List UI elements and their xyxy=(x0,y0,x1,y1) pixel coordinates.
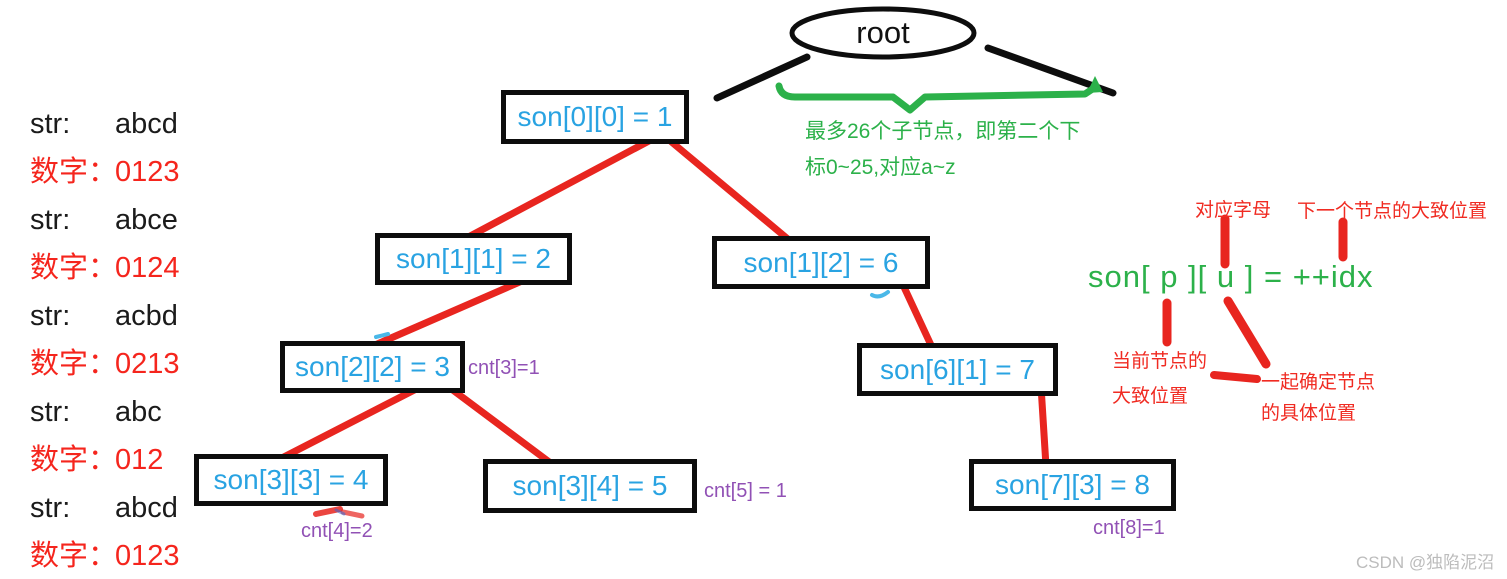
edge-son61-son73 xyxy=(1037,382,1050,470)
word-list-row: str: abcd xyxy=(30,488,290,528)
cnt4-label: cnt[4]=2 xyxy=(301,520,373,542)
word-list-row: 数字： 0124 xyxy=(30,248,290,288)
children-note-line1: 最多26个子节点，即第二个下 xyxy=(805,120,1081,143)
node-label: son[1][1] = 2 xyxy=(396,243,551,274)
word-list-value: abcd xyxy=(115,108,178,140)
root-node-label: root xyxy=(856,15,910,50)
word-list-row: 数字： 0123 xyxy=(30,536,290,576)
label-next-position: 下一个节点的大致位置 xyxy=(1297,201,1488,222)
node-label: son[3][4] = 5 xyxy=(512,470,668,501)
word-list-row: str: abce xyxy=(30,200,290,240)
pointer-current-to-together xyxy=(1210,371,1261,383)
word-list-value: 0123 xyxy=(115,156,180,188)
word-list-value: acbd xyxy=(115,300,178,332)
formula-text: son[ p ][ u ] = ++idx xyxy=(1088,259,1374,294)
word-list-row: str: acbd xyxy=(30,296,290,336)
word-list-label: 数字： xyxy=(30,444,118,476)
children-range-brace xyxy=(775,82,1098,114)
word-list-label: 数字： xyxy=(30,252,118,284)
cnt8-label: cnt[8]=1 xyxy=(1093,517,1165,539)
word-list-value: 012 xyxy=(115,444,164,476)
blue-tick-above-son22 xyxy=(374,332,390,339)
blue-speck-above-cnt4 xyxy=(334,508,346,516)
word-list-label: 数字： xyxy=(30,540,118,572)
word-list-label: str: xyxy=(30,492,71,524)
node-son11: son[1][1] = 2 xyxy=(375,233,572,285)
word-list-label: str: xyxy=(30,396,71,428)
node-son33: son[3][3] = 4 xyxy=(194,454,388,506)
brace-arrowhead xyxy=(1087,76,1103,93)
node-label: son[7][3] = 8 xyxy=(995,469,1150,500)
node-label: son[3][3] = 4 xyxy=(213,464,369,495)
word-list-value: abcd xyxy=(115,492,178,524)
edge-son00-son11 xyxy=(455,130,666,246)
label-current-line2: 大致位置 xyxy=(1112,386,1189,407)
label-current-line1: 当前节点的 xyxy=(1112,351,1208,372)
children-note-line2: 标0~25,对应a~z xyxy=(805,156,956,179)
word-list-value: 0124 xyxy=(115,252,180,284)
pointer-u-to-together xyxy=(1223,296,1271,369)
word-list-row: 数字： 0213 xyxy=(30,344,290,384)
edge-son22-son33 xyxy=(272,379,432,465)
node-son22: son[2][2] = 3 xyxy=(280,341,465,393)
word-list-row: 数字： 0123 xyxy=(30,152,290,192)
word-list-label: str: xyxy=(30,300,71,332)
word-list-label: str: xyxy=(30,204,71,236)
word-list-row: str: abc xyxy=(30,392,290,432)
word-list-label: 数字： xyxy=(30,348,118,380)
label-letter: 对应字母 xyxy=(1195,200,1272,221)
cnt5-label: cnt[5] = 1 xyxy=(704,480,787,502)
word-list-value: 0213 xyxy=(115,348,180,380)
label-together-line2: 的具体位置 xyxy=(1261,403,1357,424)
node-label: son[6][1] = 7 xyxy=(880,353,1035,385)
label-together-line1: 一起确定节点 xyxy=(1261,372,1376,393)
word-list-row: str: abcd xyxy=(30,104,290,144)
word-list-label: 数字： xyxy=(30,156,118,188)
word-list-label: str: xyxy=(30,108,71,140)
node-son12: son[1][2] = 6 xyxy=(712,236,930,289)
node-label: son[2][2] = 3 xyxy=(295,351,450,382)
edge-son22-son34 xyxy=(434,375,564,474)
root-branch-left-line xyxy=(713,53,811,102)
node-son34: son[3][4] = 5 xyxy=(483,459,697,513)
cnt3-label: cnt[3]=1 xyxy=(468,357,540,379)
root-ellipse xyxy=(789,6,977,60)
word-list-row: 数字： 012 xyxy=(30,440,290,480)
csdn-watermark: CSDN @独陷泥沼 xyxy=(1356,553,1495,572)
node-son61: son[6][1] = 7 xyxy=(857,343,1058,396)
word-list-value: 0123 xyxy=(115,540,180,572)
node-son00: son[0][0] = 1 xyxy=(501,90,689,144)
node-label: son[1][2] = 6 xyxy=(743,246,899,278)
word-list-value: abc xyxy=(115,396,162,428)
red-scribble-above-cnt4-2 xyxy=(340,509,365,519)
edge-son00-son12 xyxy=(658,130,793,244)
node-label: son[0][0] = 1 xyxy=(517,101,673,132)
word-list-value: abce xyxy=(115,204,178,236)
node-son73: son[7][3] = 8 xyxy=(969,459,1176,511)
blue-tick-under-son12 xyxy=(870,290,890,299)
